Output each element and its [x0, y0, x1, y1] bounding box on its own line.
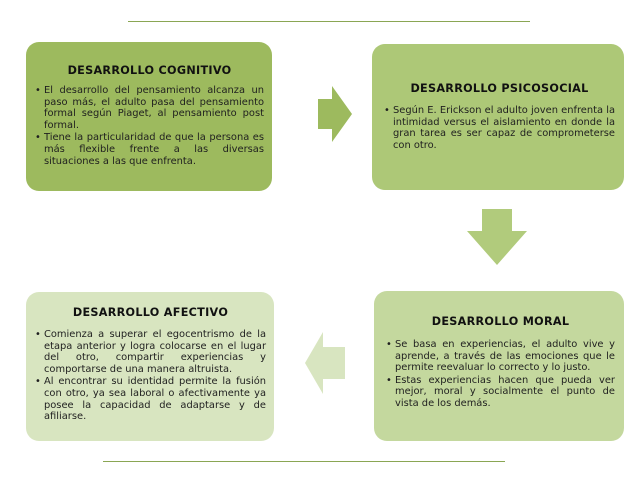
box-title-psicosocial: DESARROLLO PSICOSOCIAL: [410, 82, 589, 95]
box-title-cognitivo: DESARROLLO COGNITIVO: [67, 64, 232, 77]
list-item: Tiene la particularidad de que la person…: [35, 132, 264, 167]
list-item: Según E. Erickson el adulto joven enfren…: [384, 105, 615, 151]
box-list-moral: Se basa en experiencias, el adulto vive …: [386, 339, 615, 410]
box-list-cognitivo: El desarrollo del pensamiento alcanza un…: [35, 85, 264, 167]
arrow-left-icon: [305, 332, 345, 394]
box-title-afectivo: DESARROLLO AFECTIVO: [72, 306, 229, 319]
arrow-right-icon: [318, 86, 352, 142]
list-item: Estas experiencias hacen que pueda ver m…: [386, 375, 615, 410]
box-title-moral: DESARROLLO MORAL: [431, 315, 570, 328]
bottom-decorative-rule: [103, 461, 505, 462]
box-list-afectivo: Comienza a superar el egocentrismo de la…: [35, 329, 266, 423]
box-desarrollo-moral: DESARROLLO MORAL Se basa en experiencias…: [374, 291, 624, 441]
box-desarrollo-afectivo: DESARROLLO AFECTIVO Comienza a superar e…: [26, 292, 274, 441]
box-desarrollo-psicosocial: DESARROLLO PSICOSOCIAL Según E. Erickson…: [372, 44, 624, 190]
box-desarrollo-cognitivo: DESARROLLO COGNITIVO El desarrollo del p…: [26, 42, 272, 191]
arrow-down-icon: [467, 209, 527, 265]
top-decorative-rule: [128, 21, 530, 22]
list-item: Se basa en experiencias, el adulto vive …: [386, 339, 615, 374]
list-item: El desarrollo del pensamiento alcanza un…: [35, 85, 264, 131]
box-list-psicosocial: Según E. Erickson el adulto joven enfren…: [384, 105, 615, 151]
list-item: Al encontrar su identidad permite la fus…: [35, 376, 266, 422]
list-item: Comienza a superar el egocentrismo de la…: [35, 329, 266, 375]
